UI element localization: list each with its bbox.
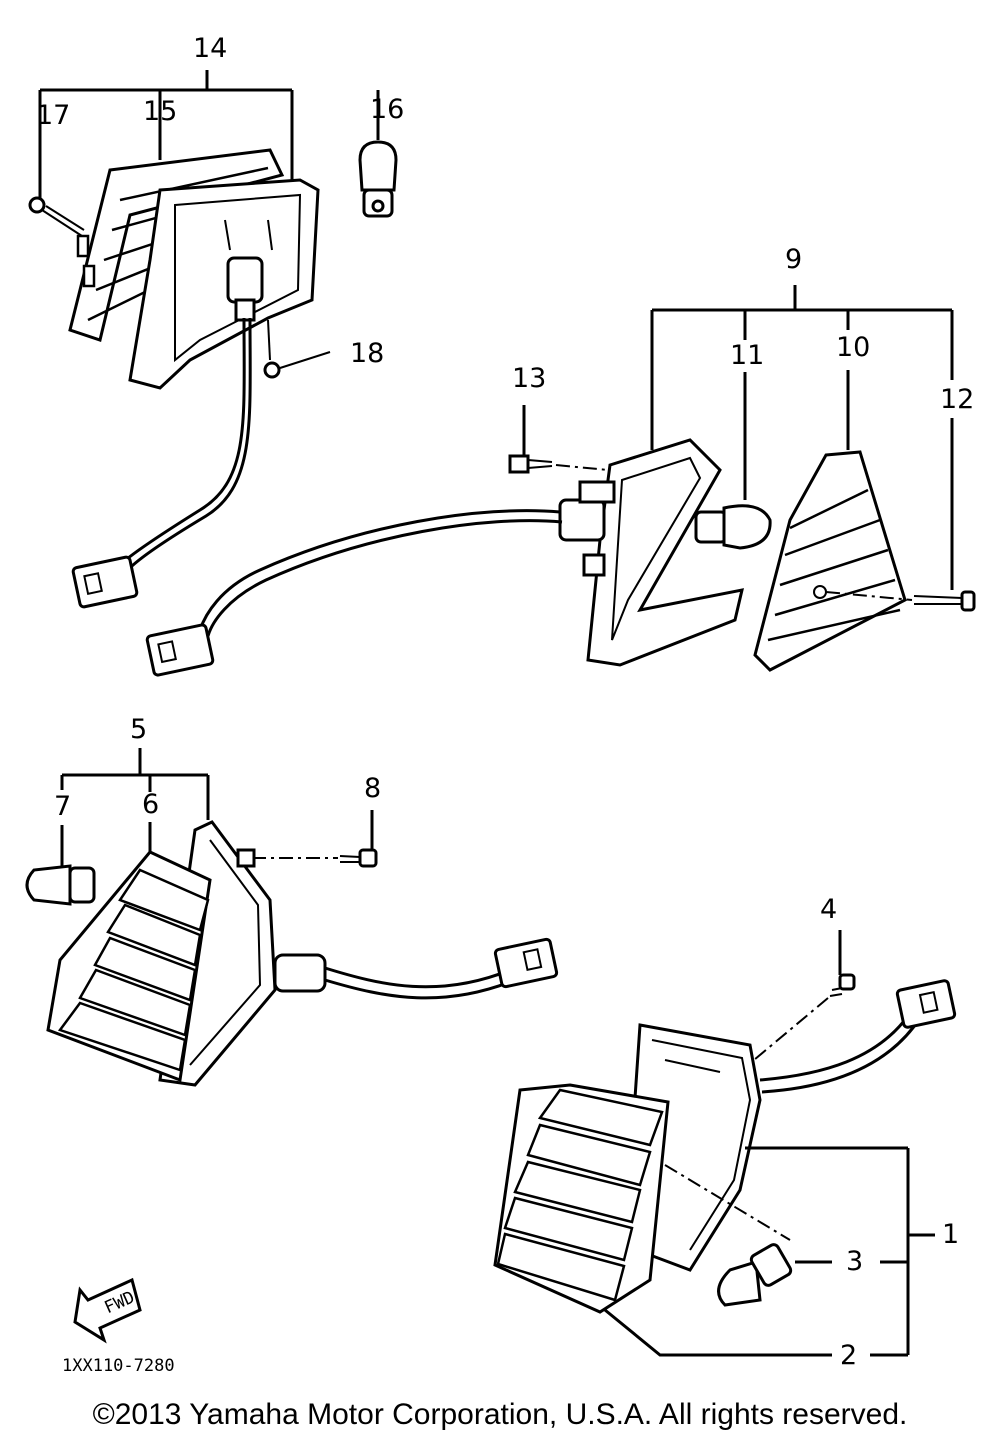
- lens-6: [46, 850, 212, 1083]
- callout-15: 15: [143, 96, 177, 127]
- callout-17: 17: [36, 100, 70, 131]
- bulb-11: [694, 504, 772, 550]
- lens-2: [493, 1083, 670, 1314]
- flasher-assembly-9: [145, 285, 976, 677]
- callout-6: 6: [142, 789, 159, 820]
- copyright-notice: ©2013 Yamaha Motor Corporation, U.S.A. A…: [92, 1398, 908, 1431]
- screw-12: [825, 590, 976, 612]
- screw-4: [747, 930, 856, 1066]
- callout-12: 12: [940, 384, 974, 415]
- connector-5: [493, 937, 559, 989]
- tail-light-assembly: [28, 70, 398, 609]
- callout-16: 16: [370, 94, 404, 125]
- tail-light-housing: [128, 178, 320, 390]
- callout-11: 11: [730, 340, 764, 371]
- connector-9: [145, 623, 215, 677]
- callout-2: 2: [840, 1340, 857, 1371]
- callout-14: 14: [193, 33, 227, 64]
- screw-17: [28, 196, 85, 237]
- diagram-code: 1XX110-7280: [62, 1356, 175, 1376]
- flasher-assembly-1: [493, 930, 957, 1357]
- screw-18: [263, 319, 331, 379]
- flasher-housing-9: [558, 438, 744, 667]
- screw-8: [252, 810, 378, 868]
- callout-3: 3: [846, 1246, 863, 1277]
- connector-14: [71, 555, 139, 609]
- callout-1: 1: [942, 1219, 959, 1250]
- bulb-16: [358, 140, 398, 218]
- bulb-3: [664, 1164, 793, 1307]
- callout-7: 7: [54, 791, 71, 822]
- fwd-arrow-icon: FWD: [73, 1277, 142, 1344]
- connector-1: [895, 979, 957, 1029]
- lens-10: [753, 450, 907, 672]
- bulb-7: [25, 864, 96, 906]
- screw-13: [508, 405, 609, 474]
- callout-10: 10: [836, 332, 870, 363]
- callout-13: 13: [512, 363, 546, 394]
- callout-5: 5: [130, 714, 147, 745]
- callout-4: 4: [820, 894, 837, 925]
- callout-9: 9: [785, 244, 802, 275]
- flasher-assembly-5: [25, 748, 559, 1087]
- callout-8: 8: [364, 773, 381, 804]
- callout-18: 18: [350, 338, 384, 369]
